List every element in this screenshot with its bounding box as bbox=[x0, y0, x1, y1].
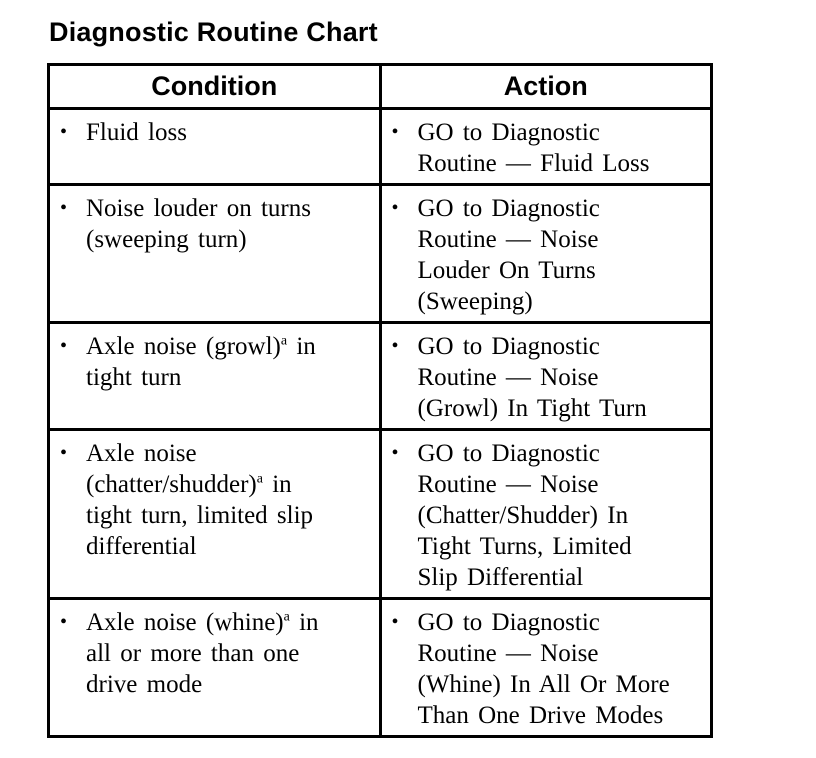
action-cell: • GO to Diagnostic Routine — Fluid Loss bbox=[378, 107, 713, 186]
condition-text-segment: Axle noise (growl) bbox=[86, 333, 281, 360]
condition-cell: • Noise louder on turns (sweeping turn) bbox=[47, 183, 382, 324]
footnote-marker: a bbox=[283, 609, 290, 625]
condition-text-segment: Axle noise (whine) bbox=[86, 609, 284, 636]
condition-text: Axle noise (chatter/shudder)a in tight t… bbox=[86, 438, 375, 562]
condition-cell: • Fluid loss bbox=[47, 107, 382, 186]
footnote-marker: a bbox=[280, 333, 288, 349]
bullet-icon: • bbox=[391, 335, 399, 357]
bullet-icon: • bbox=[60, 335, 68, 357]
condition-text-segment: Fluid loss bbox=[86, 119, 187, 146]
condition-cell: • Axle noise (growl)a in tight turn bbox=[47, 321, 382, 431]
table-row: • Fluid loss • GO to Diagnostic Routine … bbox=[47, 107, 713, 186]
condition-text-segment: Noise louder on turns (sweeping turn) bbox=[86, 195, 311, 253]
table-row: • Noise louder on turns (sweeping turn) … bbox=[47, 183, 713, 324]
action-text: GO to Diagnostic Routine — Noise (Chatte… bbox=[417, 440, 632, 591]
footnote-marker: a bbox=[256, 471, 263, 487]
action-cell: • GO to Diagnostic Routine — Noise Loude… bbox=[378, 183, 713, 324]
bullet-icon: • bbox=[60, 197, 68, 219]
action-cell: • GO to Diagnostic Routine — Noise (Whin… bbox=[378, 597, 713, 738]
bullet-icon: • bbox=[60, 442, 68, 464]
bullet-icon: • bbox=[391, 442, 399, 464]
condition-text: Fluid loss bbox=[86, 117, 375, 148]
action-cell: • GO to Diagnostic Routine — Noise (Chat… bbox=[378, 428, 713, 600]
condition-cell: • Axle noise (chatter/shudder)a in tight… bbox=[47, 428, 382, 600]
action-text: GO to Diagnostic Routine — Fluid Loss bbox=[417, 119, 650, 177]
action-text: GO to Diagnostic Routine — Noise (Whine)… bbox=[417, 609, 670, 729]
condition-text-segment: in all or more than one drive mode bbox=[86, 609, 319, 698]
table-row: • Axle noise (whine)a in all or more tha… bbox=[47, 597, 713, 738]
table-row: • Axle noise (growl)a in tight turn • GO… bbox=[47, 321, 713, 431]
condition-cell: • Axle noise (whine)a in all or more tha… bbox=[47, 597, 382, 738]
column-header-condition: Condition bbox=[47, 63, 382, 110]
condition-text-segment: in tight turn, limited slip differential bbox=[86, 471, 314, 560]
header-row: Condition Action bbox=[47, 63, 713, 110]
bullet-icon: • bbox=[60, 121, 68, 143]
condition-text: Axle noise (whine)a in all or more than … bbox=[86, 607, 375, 700]
condition-text: Noise louder on turns (sweeping turn) bbox=[86, 193, 375, 255]
condition-text-segment: Axle noise (chatter/shudder) bbox=[86, 440, 257, 498]
column-header-action: Action bbox=[378, 63, 713, 110]
table-row: • Axle noise (chatter/shudder)a in tight… bbox=[47, 428, 713, 600]
action-cell: • GO to Diagnostic Routine — Noise (Grow… bbox=[378, 321, 713, 431]
condition-text: Axle noise (growl)a in tight turn bbox=[86, 331, 375, 393]
page-title: Diagnostic Routine Chart bbox=[49, 17, 378, 47]
action-text: GO to Diagnostic Routine — Noise (Growl)… bbox=[417, 333, 647, 422]
diagnostic-routine-table: Condition Action • Fluid loss • GO to Di… bbox=[47, 63, 713, 738]
condition-text-segment: in tight turn bbox=[86, 333, 316, 391]
action-text: GO to Diagnostic Routine — Noise Louder … bbox=[417, 195, 600, 315]
bullet-icon: • bbox=[60, 611, 68, 633]
bullet-icon: • bbox=[391, 197, 399, 219]
bullet-icon: • bbox=[391, 121, 399, 143]
bullet-icon: • bbox=[391, 611, 399, 633]
